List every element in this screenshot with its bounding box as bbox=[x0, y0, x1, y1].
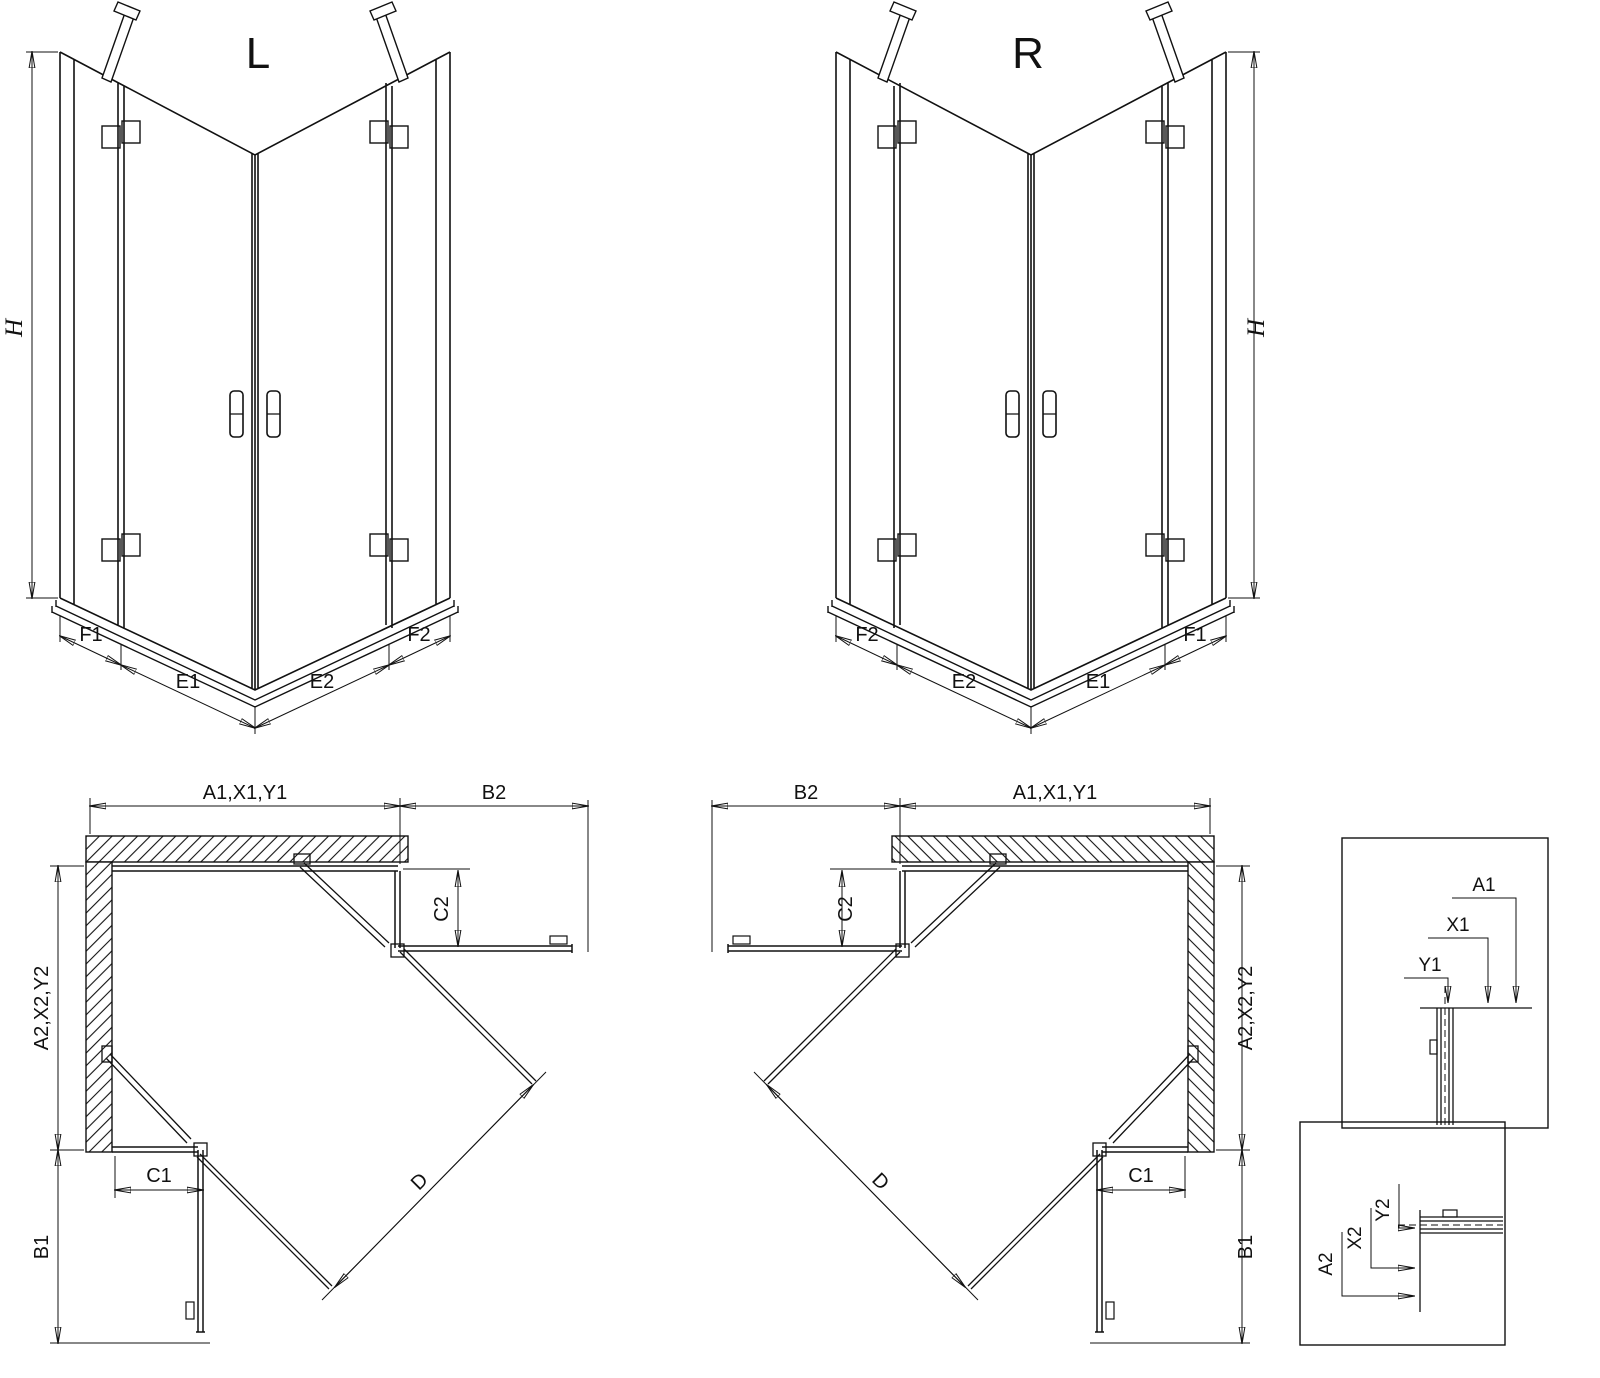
detail-depth-profile bbox=[1420, 1216, 1503, 1234]
plan-left-label-width: A1,X1,Y1 bbox=[203, 782, 288, 804]
view-title-right: R bbox=[1012, 29, 1044, 78]
front-left-label-f1: F1 bbox=[79, 624, 102, 646]
front-right-label-e2: E2 bbox=[952, 671, 976, 693]
plan-left-label-b2: B2 bbox=[482, 782, 506, 804]
plan-view-right-geometry bbox=[712, 798, 1250, 1343]
detail-label-a2: A2 bbox=[1316, 1252, 1337, 1275]
front-right-label-e1: E1 bbox=[1086, 671, 1110, 693]
front-view-left-labels: L H F1 E1 E2 F2 bbox=[1, 29, 431, 693]
front-left-label-e1: E1 bbox=[176, 671, 200, 693]
front-left-label-e2: E2 bbox=[310, 671, 334, 693]
front-left-label-h: H bbox=[1, 317, 28, 338]
plan-right-label-c1: C1 bbox=[1128, 1165, 1154, 1187]
detail-width-clamp bbox=[1429, 1039, 1438, 1055]
plan-right-label-depth: A2,X2,Y2 bbox=[1235, 966, 1257, 1051]
plan-left-label-c1: C1 bbox=[146, 1165, 172, 1187]
detail-width-frame bbox=[1341, 837, 1549, 1129]
front-left-label-f2: F2 bbox=[407, 624, 430, 646]
plan-left-label-b1: B1 bbox=[31, 1235, 53, 1259]
detail-depth-clamp bbox=[1442, 1209, 1458, 1218]
detail-view-width: A1 X1 Y1 bbox=[1341, 837, 1549, 1129]
detail-label-x2: X2 bbox=[1345, 1226, 1366, 1249]
detail-label-y1: Y1 bbox=[1418, 955, 1441, 976]
detail-width-leaders bbox=[1404, 897, 1516, 1002]
view-title-left: L bbox=[246, 29, 270, 78]
front-right-label-h: H bbox=[1243, 317, 1270, 338]
plan-left-label-c2: C2 bbox=[431, 896, 453, 922]
front-right-label-f1: F1 bbox=[1183, 624, 1206, 646]
detail-width-profile bbox=[1436, 1008, 1454, 1125]
plan-view-right-labels: B2 A1,X1,Y1 C2 A2,X2,Y2 C1 B1 D bbox=[794, 782, 1257, 1259]
plan-view-left-geometry bbox=[50, 798, 588, 1343]
front-right-label-f2: F2 bbox=[855, 624, 878, 646]
detail-label-x1: X1 bbox=[1446, 915, 1469, 936]
detail-depth-leaders bbox=[1341, 1184, 1414, 1296]
front-view-right-labels: R H F2 E2 E1 F1 bbox=[855, 29, 1270, 693]
plan-right-label-width: A1,X1,Y1 bbox=[1013, 782, 1098, 804]
detail-label-a1: A1 bbox=[1472, 875, 1495, 896]
detail-view-depth: A2 X2 Y2 bbox=[1299, 1121, 1506, 1346]
detail-depth-frame bbox=[1299, 1121, 1506, 1346]
plan-right-label-b2: B2 bbox=[794, 782, 818, 804]
plan-left-label-depth: A2,X2,Y2 bbox=[31, 966, 53, 1051]
plan-right-label-c2: C2 bbox=[835, 896, 857, 922]
plan-right-label-b1: B1 bbox=[1235, 1235, 1257, 1259]
detail-label-y2: Y2 bbox=[1373, 1198, 1394, 1221]
